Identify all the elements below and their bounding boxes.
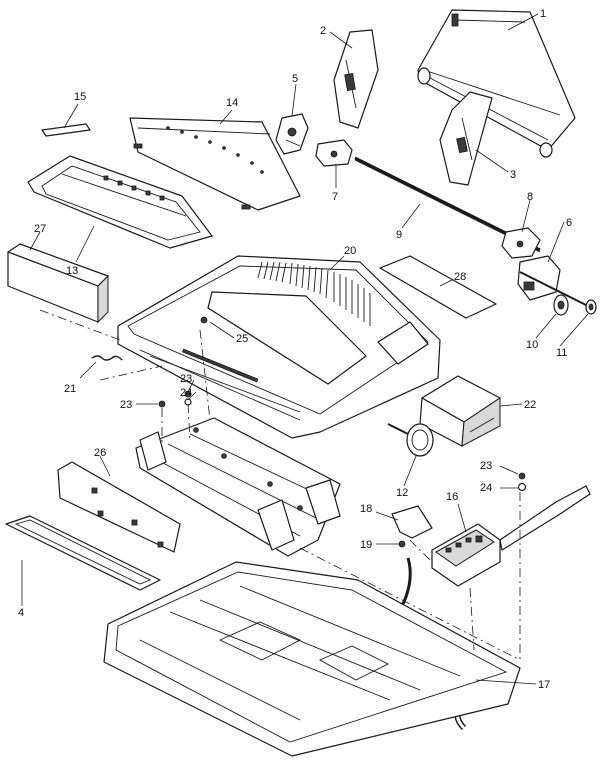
label-part-10: 10 — [526, 339, 538, 351]
label-part-22: 22 — [524, 399, 536, 411]
label-part-6: 6 — [566, 217, 572, 229]
label-part-7: 7 — [332, 191, 338, 203]
assembly-lines — [39, 309, 521, 661]
part-13-cover-tray — [27, 155, 213, 249]
label-part-26: 26 — [94, 447, 106, 459]
label-part-17: 17 — [538, 679, 550, 691]
part-number-labels: 1 2 3 4 5 6 7 8 9 10 11 12 13 14 15 16 1… — [18, 8, 572, 691]
part-22-power-unit — [419, 375, 501, 447]
part-3-paper-guide-right — [439, 91, 493, 186]
part-21-spring — [91, 355, 123, 361]
part-26-panel — [57, 461, 181, 553]
part-6-tractor-drive — [517, 255, 597, 311]
label-part-23-left: 23 — [120, 399, 132, 411]
housing-grille — [257, 261, 371, 326]
label-part-3: 3 — [510, 169, 516, 181]
label-part-19: 19 — [360, 539, 372, 551]
part-4-tray-bar — [5, 515, 161, 591]
part-15-strip — [41, 123, 91, 137]
label-part-13: 13 — [66, 265, 78, 277]
part-11-shaft-end — [585, 299, 597, 315]
part-2-paper-guide-left — [333, 29, 379, 129]
part-14-top-cover — [129, 117, 301, 211]
label-part-24-upper: 24 — [180, 387, 192, 399]
part-5-tractor-clip — [275, 113, 309, 155]
label-part-9: 9 — [396, 229, 402, 241]
part-20-main-housing — [117, 255, 441, 439]
label-part-24-right: 24 — [480, 482, 492, 494]
part-7-bracket — [315, 139, 353, 167]
label-part-11: 11 — [556, 347, 567, 359]
label-part-5: 5 — [292, 73, 298, 85]
label-part-4: 4 — [18, 607, 24, 619]
label-part-12: 12 — [396, 487, 408, 499]
part-8-tractor-unit — [501, 227, 541, 259]
label-part-28: 28 — [454, 271, 466, 283]
part-12-platen-knob — [387, 423, 434, 457]
label-part-2: 2 — [320, 25, 326, 37]
label-part-21: 21 — [64, 383, 76, 395]
part-18-bracket — [391, 505, 433, 539]
label-part-20: 20 — [344, 245, 356, 257]
label-part-25: 25 — [236, 333, 248, 345]
bottom-case — [103, 561, 521, 757]
part-28-label-plate — [379, 255, 497, 319]
label-part-18: 18 — [360, 503, 372, 515]
part-10-gear — [553, 294, 569, 316]
label-part-23-upper: 23 — [180, 373, 192, 385]
label-part-27: 27 — [34, 223, 46, 235]
label-part-15: 15 — [74, 91, 86, 103]
label-part-8: 8 — [527, 191, 533, 203]
cover-holes — [166, 126, 264, 174]
part-27-block — [7, 243, 109, 324]
part-25-screw — [200, 316, 208, 324]
label-part-14: 14 — [226, 97, 238, 109]
part-1-paper-separator — [417, 9, 576, 158]
label-part-16: 16 — [446, 491, 458, 503]
chassis-frame — [135, 417, 341, 557]
part-16-control-panel — [431, 485, 591, 587]
label-part-1: 1 — [540, 8, 546, 20]
label-part-23-right: 23 — [480, 460, 492, 472]
leader-lines — [21, 13, 589, 685]
